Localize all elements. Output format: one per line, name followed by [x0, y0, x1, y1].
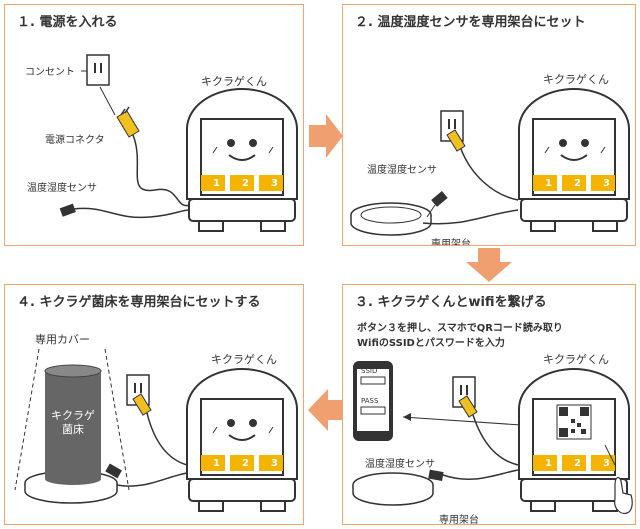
- mushroom-bed-line-1: キクラゲ: [51, 409, 95, 422]
- sensor-label: 温度湿度センサ: [367, 165, 437, 176]
- button-3-label: 3: [271, 458, 278, 469]
- button-3-label: 3: [603, 178, 610, 189]
- robot-icon: [186, 88, 298, 232]
- button-2-label: 2: [242, 458, 249, 469]
- robot-icon: [518, 88, 630, 232]
- step-1-illustration: [59, 54, 298, 232]
- mushroom-bed-line-2: 菌床: [62, 423, 84, 436]
- smartphone-icon: [353, 361, 393, 441]
- stand-label: 専用架台: [431, 239, 471, 246]
- stand-icon: [352, 472, 434, 506]
- robot-name: キクラゲくん: [211, 353, 277, 366]
- robot-icon: [518, 368, 630, 512]
- step-4-illustration: [14, 348, 298, 512]
- step-3-illustration: [352, 361, 633, 514]
- qr-code-icon: [556, 404, 592, 440]
- connector-label: 電源コネクタ: [45, 135, 105, 146]
- robot-name: キクラゲくん: [543, 353, 609, 366]
- button-2-label: 2: [574, 458, 581, 469]
- step-2-panel: ２. 温度湿度センサを専用架台にセット 温度湿度センサ 専用架台 キクラゲくん: [342, 4, 636, 246]
- cover-label: 専用カバー: [35, 333, 90, 346]
- stand-icon: [350, 202, 432, 236]
- step-2-title: ２. 温度湿度センサを専用架台にセット: [355, 15, 586, 30]
- step-1-panel: １. 電源を入れる コンセント 電源コネクタ 温度湿度センサ キクラゲくん: [4, 4, 304, 246]
- sensor-icon: [59, 203, 76, 217]
- step-2-illustration: [350, 88, 630, 236]
- sensor-label: 温度湿度センサ: [27, 183, 97, 194]
- mushroom-bed-label: キクラゲ 菌床: [45, 409, 101, 437]
- button-3-label: 3: [603, 458, 610, 469]
- button-1-label: 1: [545, 458, 552, 469]
- button-1-label: 1: [213, 458, 220, 469]
- pass-label: PASS: [361, 397, 379, 405]
- button-1-label: 1: [545, 178, 552, 189]
- step-3-title: ３. キクラゲくんとwifiを繋げる: [355, 295, 547, 310]
- button-2-label: 2: [242, 178, 249, 189]
- outlet-label: コンセント: [25, 67, 75, 78]
- sensor-icon: [428, 469, 444, 481]
- robot-name: キクラゲくん: [201, 75, 267, 88]
- instruction-1: ボタン３を押し、スマホでQRコード読み取り: [357, 323, 563, 334]
- robot-name: キクラゲくん: [543, 73, 609, 86]
- sensor-icon: [431, 191, 448, 207]
- step-4-title: ４. キクラゲ菌床を専用架台にセットする: [17, 295, 261, 310]
- step-4-panel: ４. キクラゲ菌床を専用架台にセットする 専用カバー キクラゲくん: [4, 284, 304, 525]
- step-1-title: １. 電源を入れる: [17, 15, 118, 30]
- ssid-label: SSID: [361, 367, 378, 375]
- instruction-2: WifiのSSIDとパスワードを入力: [357, 338, 505, 349]
- button-1-label: 1: [213, 178, 220, 189]
- step-3-panel: ３. キクラゲくんとwifiを繋げる ボタン３を押し、スマホでQRコード読み取り…: [342, 284, 636, 525]
- sensor-label: 温度湿度センサ: [365, 459, 435, 470]
- stand-label: 専用架台: [439, 515, 479, 525]
- outlet-icon: [86, 54, 110, 86]
- mushroom-bed-icon: [44, 364, 102, 485]
- finger-icon: [614, 476, 633, 514]
- button-3-label: 3: [271, 178, 278, 189]
- robot-icon: [186, 368, 298, 512]
- sensor-icon: [105, 463, 122, 479]
- button-2-label: 2: [574, 178, 581, 189]
